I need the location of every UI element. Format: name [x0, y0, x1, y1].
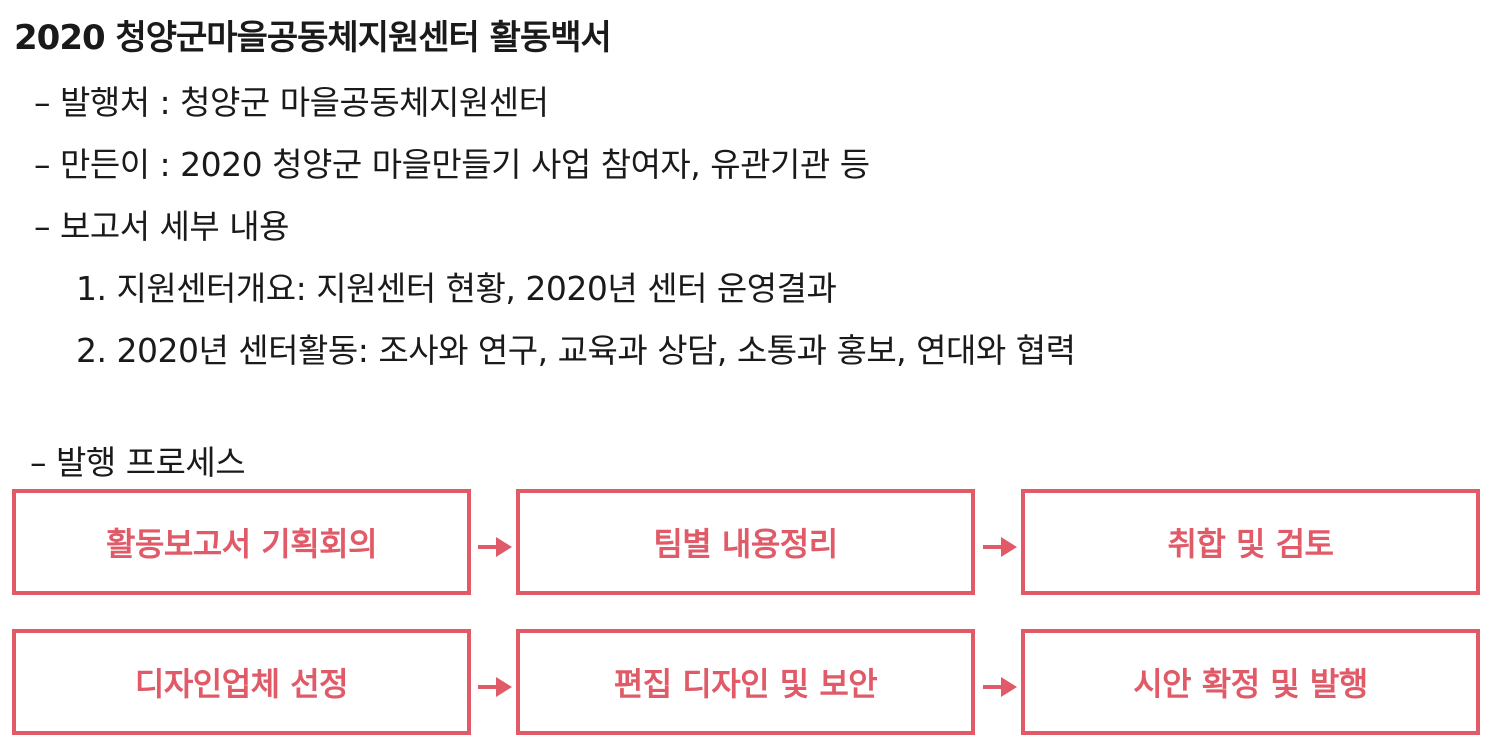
right-arrow-icon [478, 677, 512, 697]
process-step-content-organizing: 팀별 내용정리 [516, 489, 975, 595]
process-step-vendor-selection: 디자인업체 선정 [12, 629, 471, 735]
report-detail-item-1: 1. 지원센터개요: 지원센터 현황, 2020년 센터 운영결과 [76, 269, 837, 308]
report-details-heading: – 보고서 세부 내용 [34, 207, 290, 246]
process-step-label: 취합 및 검토 [1167, 525, 1334, 563]
process-step-label: 디자인업체 선정 [134, 665, 349, 703]
publisher-line: – 발행처 : 청양군 마을공동체지원센터 [34, 83, 549, 122]
process-step-review: 취합 및 검토 [1021, 489, 1480, 595]
process-step-label: 시안 확정 및 발행 [1133, 665, 1368, 703]
process-step-editing-design: 편집 디자인 및 보안 [516, 629, 975, 735]
right-arrow-icon [478, 537, 512, 557]
right-arrow-icon [983, 537, 1017, 557]
process-step-planning-meeting: 활동보고서 기획회의 [12, 489, 471, 595]
process-step-label: 편집 디자인 및 보안 [613, 665, 878, 703]
process-step-label: 활동보고서 기획회의 [105, 525, 378, 563]
process-heading: – 발행 프로세스 [30, 443, 246, 482]
process-step-label: 팀별 내용정리 [653, 525, 838, 563]
authors-line: – 만든이 : 2020 청양군 마을만들기 사업 참여자, 유관기관 등 [34, 145, 870, 184]
report-detail-item-2: 2. 2020년 센터활동: 조사와 연구, 교육과 상담, 소통과 홍보, 연… [76, 331, 1076, 370]
process-step-publishing: 시안 확정 및 발행 [1021, 629, 1480, 735]
document-title: 2020 청양군마을공동체지원센터 활동백서 [14, 18, 612, 58]
right-arrow-icon [983, 677, 1017, 697]
